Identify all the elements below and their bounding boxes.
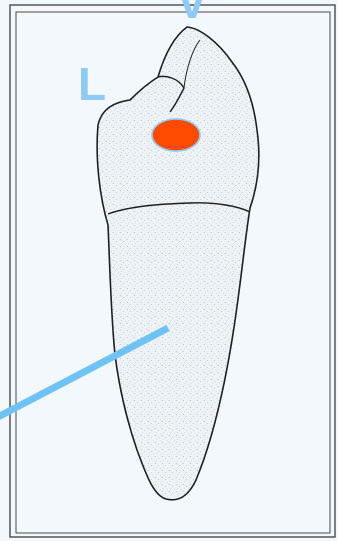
label-v: V xyxy=(176,0,208,29)
label-l: L xyxy=(78,58,106,110)
marker-oval xyxy=(152,119,200,151)
tooth-stipple xyxy=(97,27,259,500)
tooth xyxy=(97,27,259,500)
